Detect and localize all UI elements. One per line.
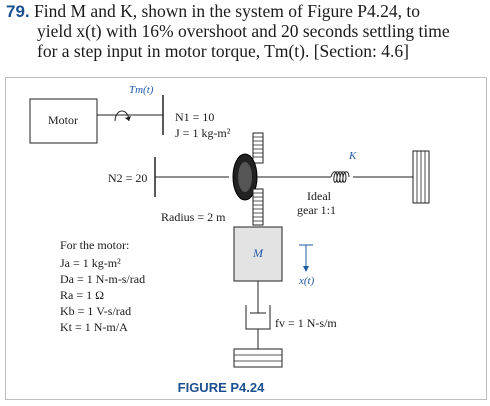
radius-label: Radius = 2 m	[161, 210, 226, 224]
motor-param-kt: Kt = 1 N-m/A	[60, 320, 128, 334]
x-arrowhead	[303, 266, 309, 272]
damper-label: fv = 1 N-s/m	[275, 316, 337, 330]
torque-arrowhead	[125, 116, 131, 121]
n2-label: N2 = 20	[108, 171, 147, 185]
spring-k	[330, 171, 350, 183]
torque-arc	[114, 110, 130, 122]
mass-label: M	[252, 246, 264, 260]
ground-hatch	[234, 354, 282, 362]
figure-p4-24: Motor Tm(t) N1 = 10 J = 1 kg-m² N2 = 20 …	[5, 77, 487, 401]
ground	[233, 348, 283, 368]
pinion-gear-center	[238, 162, 252, 192]
motor-params-title: For the motor:	[60, 238, 129, 252]
spring-k-label: K	[348, 150, 357, 162]
upper-rack	[252, 132, 264, 164]
figure-border	[5, 77, 487, 400]
lower-rack	[252, 188, 264, 226]
problem-text-line-2: yield x(t) with 16% overshoot and 20 sec…	[37, 21, 450, 41]
problem-number: 79.	[6, 2, 30, 21]
problem-text-line-1: Find M and K, shown in the system of Fig…	[34, 1, 420, 21]
motor-param-ra: Ra = 1 Ω	[60, 288, 104, 302]
problem-line-1: 79. Find M and K, shown in the system of…	[6, 1, 420, 22]
motor-param-ja: Ja = 1 kg-m²	[60, 256, 121, 270]
figure-caption: FIGURE P4.24	[178, 380, 265, 395]
lower-rack-teeth	[253, 192, 263, 222]
mechanical-system-diagram: Motor Tm(t) N1 = 10 J = 1 kg-m² N2 = 20 …	[5, 77, 487, 400]
torque-label: Tm(t)	[129, 84, 154, 96]
motor-box	[29, 98, 98, 144]
mass-block	[233, 226, 283, 282]
motor-param-kb: Kb = 1 V-s/rad	[60, 304, 131, 318]
ideal-gear-label-1: Ideal	[307, 189, 332, 203]
problem-text-line-3: for a step input in motor torque, Tm(t).…	[37, 41, 409, 61]
x-label: x(t)	[298, 275, 315, 287]
inertia-label: J = 1 kg-m²	[175, 126, 231, 140]
ideal-gear-label-2: gear 1:1	[297, 203, 336, 217]
wall-right-hatch	[416, 151, 426, 203]
motor-param-da: Da = 1 N-m-s/rad	[60, 272, 145, 286]
motor-label: Motor	[48, 113, 78, 127]
upper-rack-teeth	[253, 136, 263, 158]
n1-label: N1 = 10	[175, 110, 214, 124]
